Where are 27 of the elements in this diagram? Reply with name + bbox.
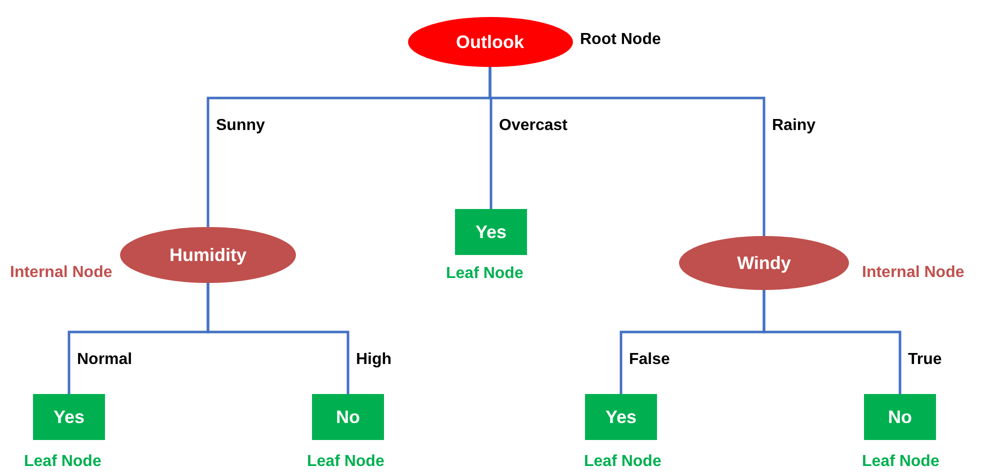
node-label: Yes [605,406,637,428]
edge-label: Sunny [215,118,266,134]
node-label: No [888,406,912,428]
leaf-box [455,209,527,255]
leaf-box [585,394,657,440]
node-type-label: Internal Node [862,263,964,283]
edge-label: Rainy [771,118,817,134]
node-type-label: Root Node [580,30,661,50]
node-label: Yes [475,220,507,244]
node-label: Outlook [456,30,524,54]
leaf-box [33,394,105,440]
edge-label: High [355,352,393,368]
node-type-label: Leaf Node [862,452,940,472]
node-type-label: Leaf Node [307,452,384,472]
leaf-box [312,394,384,440]
connector-line [762,290,902,394]
node-type-label: Leaf Node [446,264,524,284]
node-label: Humidity [169,244,246,267]
leaf-box [864,394,936,440]
node-type-label: Internal Node [10,263,112,283]
node-type-label: Leaf Node [584,452,662,472]
node-label: Yes [53,406,85,428]
connector-line [488,67,766,236]
node-label: No [336,406,360,428]
node-label: Windy [737,252,791,275]
node-type-label: Leaf Node [24,452,102,472]
connector-line [206,283,350,394]
